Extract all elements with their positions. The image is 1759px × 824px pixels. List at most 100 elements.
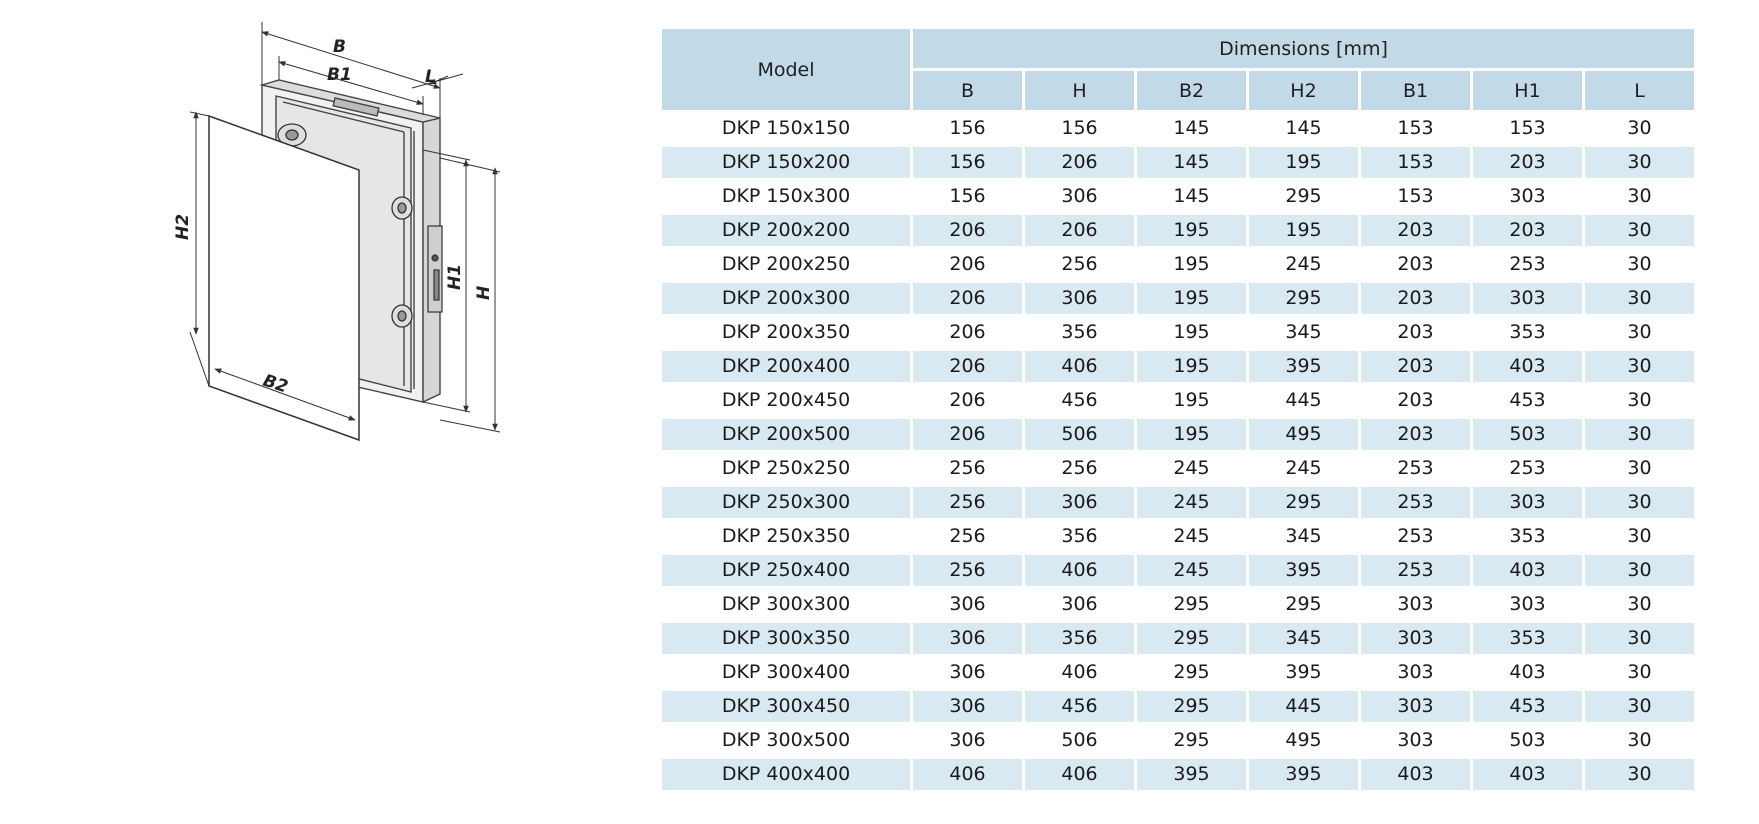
cell-h: 306 xyxy=(1061,593,1098,615)
cell-h1: 403 xyxy=(1473,351,1582,382)
cell-l: 30 xyxy=(1585,283,1694,314)
cell-h: 356 xyxy=(1061,525,1098,547)
cell-model: DKP 300x300 xyxy=(721,593,851,615)
cell-model: DKP 200x250 xyxy=(721,253,851,275)
cell-h2: 395 xyxy=(1285,661,1322,683)
cell-h2: 145 xyxy=(1285,117,1322,139)
cell-b: 306 xyxy=(949,729,986,751)
cell-model: DKP 200x300 xyxy=(662,283,910,314)
cell-h: 406 xyxy=(1061,661,1098,683)
cell-h1: 303 xyxy=(1509,593,1546,615)
cell-h: 306 xyxy=(1061,185,1098,207)
cell-b: 206 xyxy=(949,321,986,343)
cell-b1: 303 xyxy=(1397,593,1434,615)
cell-h1: 503 xyxy=(1509,729,1546,751)
cell-b1: 153 xyxy=(1361,147,1470,178)
cell-b: 206 xyxy=(913,351,1022,382)
cam-locks xyxy=(277,123,413,328)
cell-model: DKP 200x400 xyxy=(662,351,910,382)
cell-b1: 203 xyxy=(1397,389,1434,411)
cell-model: DKP 150x200 xyxy=(662,147,910,178)
cell-h: 506 xyxy=(1025,419,1134,450)
cell-h1: 453 xyxy=(1473,691,1582,722)
cell-b1: 153 xyxy=(1397,185,1434,207)
cell-l: 30 xyxy=(1585,555,1694,586)
cell-l: 30 xyxy=(1627,321,1652,343)
cell-h1: 503 xyxy=(1473,419,1582,450)
dim-label-b: B xyxy=(333,37,346,57)
cell-b1: 153 xyxy=(1397,117,1434,139)
cell-l: 30 xyxy=(1627,185,1652,207)
cell-b2: 245 xyxy=(1137,555,1246,586)
cell-h1: 253 xyxy=(1509,253,1546,275)
cell-h1: 403 xyxy=(1509,661,1546,683)
cell-h: 506 xyxy=(1061,729,1098,751)
cell-l: 30 xyxy=(1627,389,1652,411)
cell-h2: 395 xyxy=(1249,555,1358,586)
cell-model: DKP 250x250 xyxy=(721,457,851,479)
cell-b2: 245 xyxy=(1173,525,1210,547)
cell-h1: 403 xyxy=(1473,759,1582,790)
cell-b2: 295 xyxy=(1137,691,1246,722)
cell-h: 406 xyxy=(1025,555,1134,586)
cell-b2: 145 xyxy=(1173,117,1210,139)
cell-b2: 195 xyxy=(1173,389,1210,411)
cell-l: 30 xyxy=(1585,147,1694,178)
cell-b: 256 xyxy=(913,555,1022,586)
cell-h1: 353 xyxy=(1473,623,1582,654)
cell-h2: 195 xyxy=(1249,215,1358,246)
column-header-b2: B2 xyxy=(1137,71,1246,110)
cell-b: 256 xyxy=(913,487,1022,518)
cell-b: 206 xyxy=(913,283,1022,314)
cell-b: 206 xyxy=(913,215,1022,246)
cell-b1: 203 xyxy=(1361,283,1470,314)
cell-l: 30 xyxy=(1627,661,1652,683)
cell-b: 306 xyxy=(949,661,986,683)
cell-model: DKP 150x300 xyxy=(721,185,851,207)
cell-b: 206 xyxy=(913,419,1022,450)
cell-l: 30 xyxy=(1627,593,1652,615)
cell-l: 30 xyxy=(1585,759,1694,790)
cell-model: DKP 150x150 xyxy=(721,117,851,139)
cell-b2: 195 xyxy=(1137,351,1246,382)
cell-b2: 145 xyxy=(1173,185,1210,207)
cell-b2: 295 xyxy=(1173,729,1210,751)
cell-h2: 195 xyxy=(1249,147,1358,178)
cell-l: 30 xyxy=(1585,351,1694,382)
dim-label-h1: H1 xyxy=(445,264,465,290)
cell-b: 256 xyxy=(949,525,986,547)
cell-h1: 303 xyxy=(1473,487,1582,518)
cell-b1: 253 xyxy=(1361,555,1470,586)
cell-h2: 295 xyxy=(1249,283,1358,314)
table-subheader-row: B H B2 H2 B1 H1 L xyxy=(662,71,1694,110)
cell-b1: 303 xyxy=(1361,691,1470,722)
cell-h: 256 xyxy=(1061,253,1098,275)
cell-h1: 403 xyxy=(1473,555,1582,586)
cell-b2: 295 xyxy=(1137,623,1246,654)
cell-b1: 203 xyxy=(1361,419,1470,450)
cell-l: 30 xyxy=(1627,457,1652,479)
cell-model: DKP 300x500 xyxy=(721,729,851,751)
cell-b2: 195 xyxy=(1173,321,1210,343)
cell-l: 30 xyxy=(1585,623,1694,654)
cell-b: 306 xyxy=(913,691,1022,722)
cell-b1: 403 xyxy=(1361,759,1470,790)
cell-b1: 303 xyxy=(1397,729,1434,751)
cell-b1: 253 xyxy=(1397,457,1434,479)
cell-l: 30 xyxy=(1627,729,1652,751)
cell-l: 30 xyxy=(1585,419,1694,450)
cell-model: DKP 300x400 xyxy=(721,661,851,683)
column-header-b: B xyxy=(913,71,1022,110)
cell-h: 306 xyxy=(1025,283,1134,314)
cell-h: 356 xyxy=(1061,321,1098,343)
cell-b2: 295 xyxy=(1173,593,1210,615)
cell-b2: 295 xyxy=(1173,661,1210,683)
model-header: Model xyxy=(662,29,910,110)
